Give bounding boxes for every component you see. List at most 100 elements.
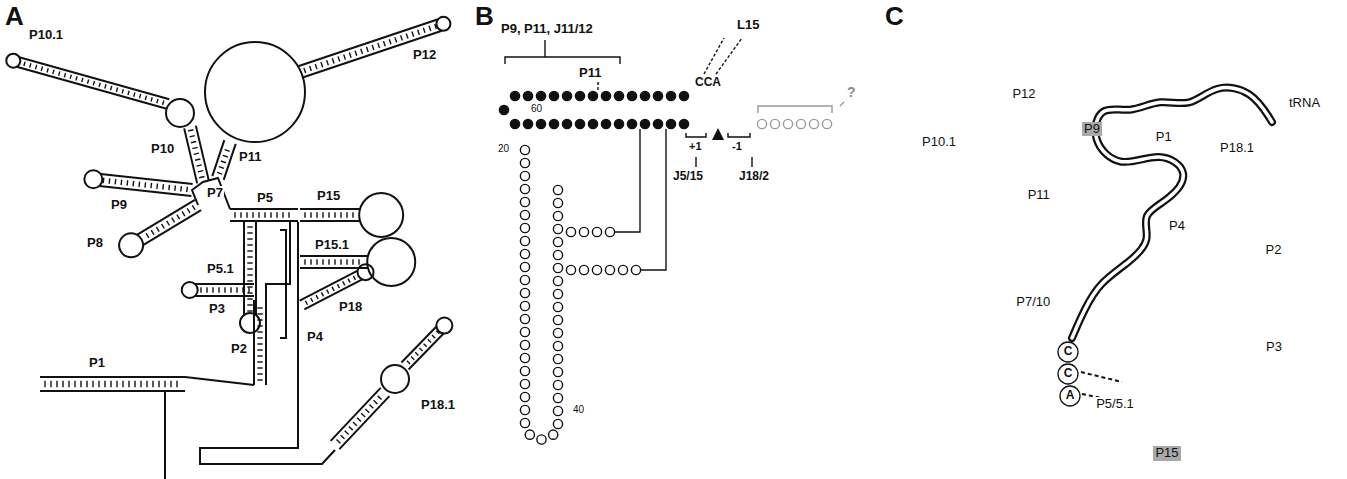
base-pair-tick <box>343 281 345 285</box>
base-pair-tick <box>192 205 195 210</box>
nucleotide <box>631 265 640 274</box>
base-pair-tick <box>428 339 431 342</box>
paired-nucleotide <box>601 91 610 100</box>
base-pair-tick <box>64 73 65 77</box>
nucleotide <box>520 301 529 310</box>
base-pair-tick <box>188 130 193 131</box>
strand-line <box>195 295 254 297</box>
base-pair-tick <box>252 212 253 217</box>
helix-label: P2 <box>230 342 248 357</box>
cylinder-body <box>1221 279 1320 416</box>
paired-nucleotide <box>549 91 558 100</box>
base-pair-tick <box>369 405 373 409</box>
base-pair-tick <box>99 83 100 87</box>
nucleotide <box>553 224 562 233</box>
cylinder-outline <box>985 40 1063 170</box>
base-pair-tick <box>163 100 164 104</box>
base-pair-tick <box>206 287 207 292</box>
base-pair-tick <box>429 26 431 31</box>
helix-stem <box>240 222 260 333</box>
leader-line <box>544 40 545 57</box>
nucleotide-number: 20 <box>497 143 510 155</box>
loop-circle <box>182 282 198 298</box>
nucleotide <box>757 119 766 128</box>
helix-label: P5.1 <box>206 262 235 277</box>
base-pair-tick <box>247 286 252 287</box>
base-pair-tick <box>305 301 307 305</box>
cylinder-body <box>986 234 1089 372</box>
nucleotide-letter: C <box>1063 367 1074 381</box>
base-pair-tick <box>68 381 69 387</box>
base-pair-tick <box>104 381 105 387</box>
position-label: +1 <box>688 140 703 153</box>
base-pair-tick <box>395 37 397 42</box>
leader-line <box>840 102 844 106</box>
nucleotide <box>592 265 601 274</box>
nucleotide <box>520 184 529 193</box>
helix-label: P2 <box>1264 243 1284 258</box>
helix-stem <box>212 140 235 180</box>
paired-nucleotide <box>653 119 662 128</box>
nucleotide <box>592 227 601 236</box>
base-pair-tick <box>322 212 323 217</box>
base-pair-tick <box>172 218 175 223</box>
backbone-line <box>165 391 185 479</box>
base-pair-tick <box>86 381 87 387</box>
helix-stem <box>40 377 185 391</box>
base-pair-tick <box>35 65 36 69</box>
strand-line <box>40 376 185 378</box>
helix-label: P4 <box>306 330 324 345</box>
base-pair-tick <box>321 292 323 296</box>
paired-nucleotide <box>588 119 597 128</box>
base-pair-tick <box>146 381 147 387</box>
loop-circle <box>6 54 20 68</box>
base-pair-tick <box>361 413 365 417</box>
base-pair-tick <box>276 212 277 217</box>
helix-cylinder: P15 <box>1125 355 1195 470</box>
cylinder-cap <box>1131 86 1204 105</box>
base-pair-tick <box>247 238 252 239</box>
base-pair-tick <box>349 426 353 430</box>
helix-label: P12 <box>412 48 437 63</box>
base-pair-tick <box>374 400 378 404</box>
cylinder-body <box>1040 320 1170 476</box>
base-pair-tick <box>151 230 154 235</box>
nucleotide-letter: C <box>1063 345 1074 359</box>
strand-line <box>143 210 201 245</box>
base-pair-tick <box>310 259 311 264</box>
strand-line <box>300 255 368 257</box>
helix-label: P10.1 <box>920 135 958 150</box>
nucleotide <box>520 314 529 323</box>
base-pair-tick <box>44 381 45 387</box>
loop-circle <box>119 233 143 257</box>
nucleotide <box>520 249 529 258</box>
base-pair-tick <box>316 212 317 217</box>
paired-nucleotide <box>640 91 649 100</box>
cylinder-cap <box>1006 151 1079 170</box>
nucleotide <box>579 265 588 274</box>
base-pair-tick <box>344 54 346 59</box>
bracket-line <box>280 230 286 338</box>
nucleotide <box>553 393 562 402</box>
nucleotide <box>549 430 558 439</box>
base-pair-tick <box>128 91 129 95</box>
nucleotide <box>520 236 529 245</box>
loop-circle <box>240 313 260 333</box>
base-pair-tick <box>389 39 391 44</box>
base-pair-tick <box>304 68 306 73</box>
base-pair-tick <box>432 335 435 338</box>
region-label: L15 <box>736 18 760 33</box>
base-pair-tick <box>30 63 31 67</box>
helix-label: P10 <box>150 142 175 157</box>
base-pair-tick <box>146 233 149 238</box>
base-pair-tick <box>247 304 252 305</box>
base-pair-tick <box>116 381 117 387</box>
nucleotide <box>566 265 575 274</box>
helix-cylinder: P9 <box>1065 105 1125 305</box>
base-pair-tick <box>378 396 382 400</box>
nucleotide <box>553 185 562 194</box>
base-pair-tick <box>349 53 351 58</box>
nucleotide <box>566 227 575 236</box>
cylinder-body <box>1136 190 1204 270</box>
paired-nucleotide <box>523 119 532 128</box>
